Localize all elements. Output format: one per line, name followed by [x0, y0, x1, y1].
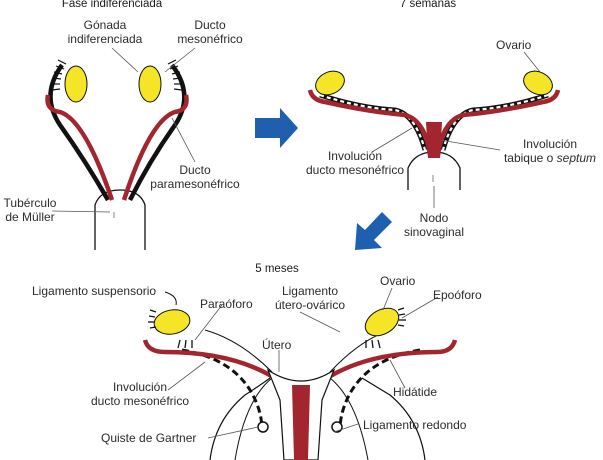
paramesonephric-label-line1: Ducto — [179, 163, 211, 177]
gartner-cyst-right — [331, 421, 343, 433]
ovary-left — [315, 70, 345, 96]
mesonephric-label-line2: mesonéfrico — [177, 32, 243, 46]
involution-duct-5m-line1: Involución — [112, 380, 168, 394]
paraophoron-label: Paraóforo — [200, 297, 253, 311]
involution-duct-7w-line2: ducto mesonéfrico — [305, 163, 405, 177]
stage3-title: 5 meses — [255, 263, 299, 275]
stage1-drawing — [45, 47, 196, 250]
suspensory-label: Ligamento suspensorio — [32, 284, 157, 298]
involution-duct-7w-line1: Involución — [327, 149, 383, 163]
round-ligament-label: Ligamento redondo — [363, 418, 467, 432]
gonad-label-line2: indiferenciada — [67, 32, 143, 46]
arrow-right-icon — [255, 108, 298, 148]
ovary-left-5m — [153, 309, 191, 335]
paramesonephric-label-line2: paramesonéfrico — [150, 177, 240, 191]
node-label-line1: Nodo — [419, 211, 449, 225]
muller-label-line1: Tubérculo — [3, 196, 57, 210]
mesonephric-duct-right — [127, 63, 187, 202]
utero-ovarian-line2: útero-ovárico — [274, 298, 346, 312]
gonad-label: Gónada indiferenciada — [60, 18, 150, 46]
ovary-right-5m — [364, 307, 400, 337]
muller-label: Tubérculo de Müller — [0, 196, 60, 224]
muller-label-line2: de Müller — [5, 210, 55, 224]
involution-septum-line2: tabique o septum — [495, 151, 603, 165]
utero-ovarian-label: Ligamento útero-ovárico — [265, 284, 355, 312]
uterus-label: Útero — [262, 338, 292, 352]
stage3-drawing — [142, 287, 458, 460]
stage1-title: Fase indiferenciada — [61, 0, 163, 10]
involution-duct-5m-line2: ducto mesonéfrico — [90, 394, 190, 408]
involution-duct-label-7w: Involución ducto mesonéfrico — [290, 149, 420, 177]
epoophoron-label: Epoóforo — [433, 288, 482, 302]
mesonephric-label-line1: Ducto — [194, 18, 226, 32]
stage2-title: 7 semanas — [399, 0, 457, 10]
node-label: Nodo sinovaginal — [394, 211, 474, 239]
gonad-left — [64, 65, 88, 103]
gonad-label-line1: Gónada — [83, 18, 127, 32]
paramesonephric-label: Ducto paramesonéfrico — [140, 163, 250, 191]
paramesonephric-duct-right — [121, 94, 189, 201]
ovary-label-5m: Ovario — [380, 274, 416, 288]
hydatid-label: Hidátide — [393, 385, 438, 399]
gartner-cyst-left — [257, 421, 269, 433]
ovary-right — [523, 70, 553, 96]
involution-septum-line1: Involución — [522, 137, 578, 151]
involution-duct-label-5m: Involución ducto mesonéfrico — [75, 380, 205, 408]
stage2-drawing — [307, 51, 561, 208]
involution-septum-line2-b: septum — [556, 151, 597, 165]
paramesonephric-duct-left — [45, 94, 115, 201]
arrow-down-left-icon — [355, 212, 392, 250]
gonad-right — [138, 65, 162, 103]
gartner-label: Quiste de Gartner — [101, 431, 197, 445]
node-label-line2: sinovaginal — [403, 225, 465, 239]
involution-septum-line2-a: tabique o — [503, 151, 557, 165]
involution-septum-label: Involución tabique o septum — [495, 137, 603, 165]
ovary-label-7w: Ovario — [496, 38, 532, 52]
mesonephric-label: Ducto mesonéfrico — [165, 18, 255, 46]
muller-tubercle — [94, 189, 146, 250]
utero-ovarian-line1: Ligamento — [281, 284, 339, 298]
